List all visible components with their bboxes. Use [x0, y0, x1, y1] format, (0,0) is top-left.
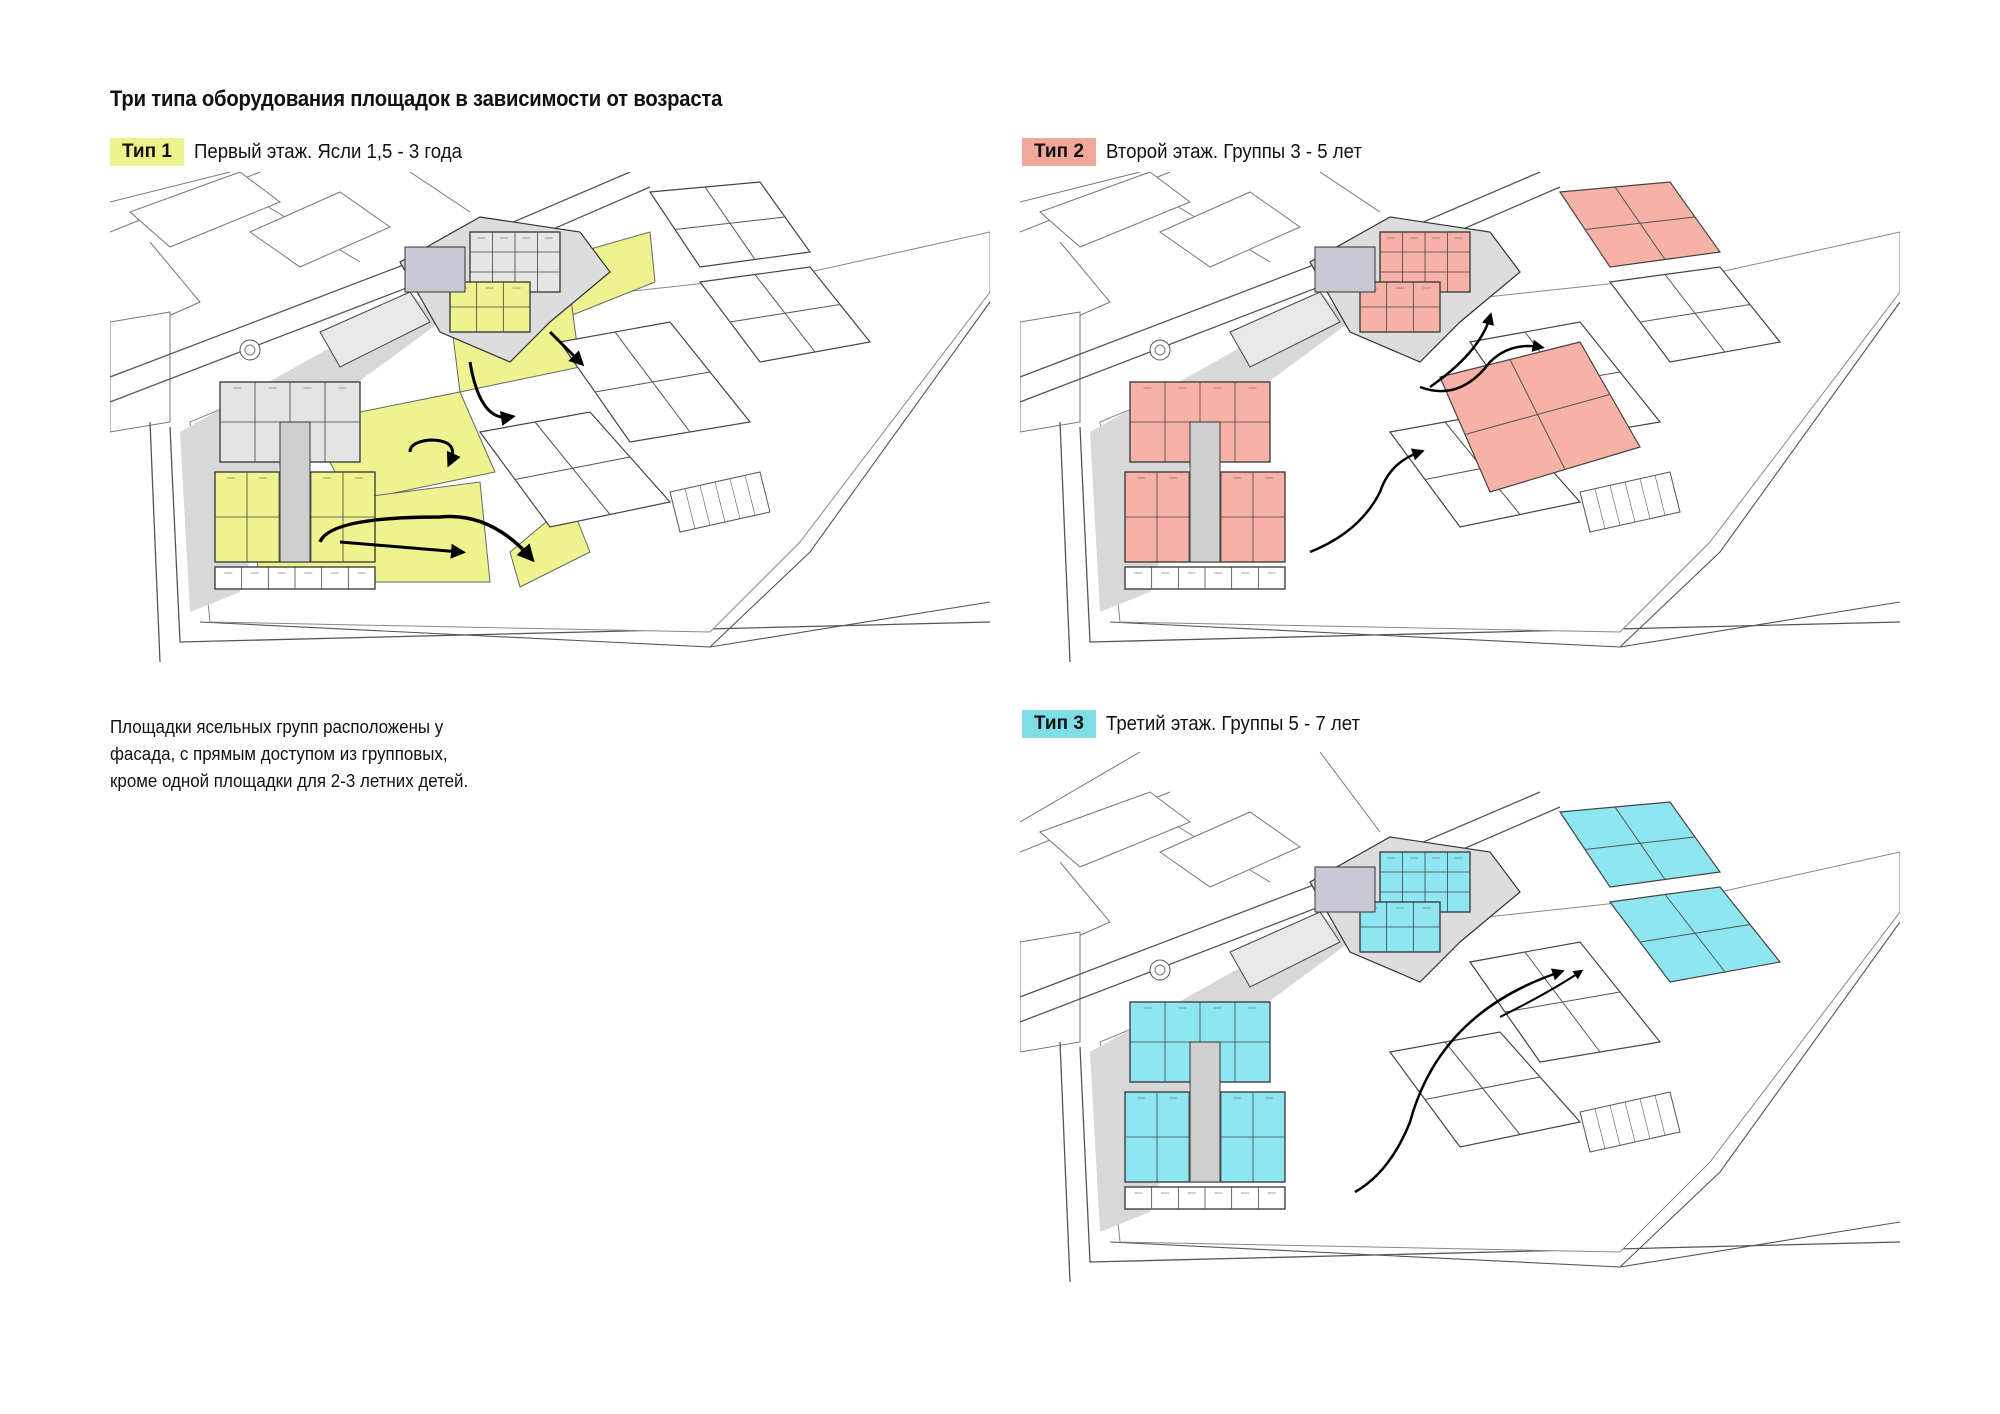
type-1-tag: Тип 1 — [110, 138, 184, 166]
site-plan-type-1-drawing — [110, 172, 990, 662]
stair-core — [1189, 421, 1221, 563]
sports-field-divider — [1424, 1076, 1541, 1100]
note-text: Площадки ясельных групп расположены у фа… — [110, 714, 552, 795]
site-plan-type-3-drawing — [1020, 752, 1900, 1283]
access-arrow — [548, 330, 585, 367]
road-edge — [169, 426, 990, 643]
stairs-step — [1639, 1098, 1651, 1139]
stairs-step — [669, 491, 681, 533]
connector-gallery — [1229, 911, 1341, 988]
type-1-description: Первый этаж. Ясли 1,5 - 3 года — [193, 140, 462, 163]
access-arrow — [1354, 968, 1565, 1194]
access-arrow — [408, 438, 461, 468]
sports-field-divider — [1584, 836, 1696, 850]
fountain-inner — [1154, 344, 1166, 356]
context-building — [1158, 811, 1302, 888]
sports-field — [1608, 886, 1782, 983]
site-plan-type-3 — [1020, 752, 1900, 1312]
context-building — [1039, 172, 1192, 248]
stair-core — [279, 421, 311, 563]
stairs-step — [1594, 1108, 1606, 1149]
note-line: фасада, с прямым доступом из групповых, — [110, 744, 448, 764]
site-plan-type-1 — [110, 172, 990, 662]
connector-gallery — [319, 291, 431, 368]
sports-field — [648, 181, 812, 268]
stairs-step — [699, 485, 711, 526]
connector-gallery — [1229, 291, 1341, 368]
access-arrow — [468, 361, 516, 426]
context-building — [248, 191, 392, 268]
fountain-inner — [1154, 964, 1166, 976]
context-building — [1020, 931, 1081, 1053]
context-building — [110, 311, 171, 433]
access-arrow — [318, 514, 535, 563]
hall-block — [1314, 246, 1376, 293]
sports-field-divider — [729, 304, 841, 323]
sports-field-divider — [674, 216, 786, 230]
playground-pink-divider — [1464, 394, 1611, 435]
site-plan-type-2 — [1020, 172, 1900, 662]
playground-pink — [1439, 341, 1641, 493]
road-edge — [1079, 1046, 1900, 1263]
stairs-step — [1579, 491, 1591, 533]
sports-field — [1608, 266, 1782, 363]
hall-block — [1314, 866, 1376, 913]
road-edge — [1059, 1041, 1071, 1283]
stairs-step — [1654, 475, 1666, 516]
page-title: Три типа оборудования площадок в зависим… — [110, 86, 723, 111]
type-2-description: Второй этаж. Группы 3 - 5 лет — [1105, 140, 1362, 163]
stairs-step — [1594, 488, 1606, 529]
sports-field-divider — [594, 371, 711, 393]
note-line: Площадки ясельных групп расположены у — [110, 717, 444, 737]
type-2-label: Тип 2 Второй этаж. Группы 3 - 5 лет — [1022, 138, 1381, 166]
access-arrow — [1429, 312, 1494, 389]
stairs-step — [684, 488, 696, 529]
stairs-step — [1609, 1105, 1621, 1146]
access-arrow — [339, 540, 466, 559]
sports-field — [1558, 801, 1722, 888]
road-edge — [1619, 301, 1900, 648]
stairs-step — [714, 481, 726, 523]
context-building — [1020, 311, 1081, 433]
stairs-step — [1624, 481, 1636, 523]
sports-field-divider — [1639, 924, 1751, 943]
stairs-step — [1654, 1095, 1666, 1136]
road-edge — [1619, 921, 1900, 1268]
sports-field-divider — [1584, 216, 1696, 230]
note-line: кроме одной площадки для 2-3 летних дете… — [110, 771, 469, 791]
site-plan-type-2-drawing — [1020, 172, 1900, 662]
type-3-label: Тип 3 Третий этаж. Группы 5 - 7 лет — [1022, 710, 1379, 738]
access-arrow — [1499, 969, 1584, 1018]
sports-field — [698, 266, 872, 363]
type-3-description: Третий этаж. Группы 5 - 7 лет — [1105, 712, 1360, 735]
stairs-step — [1639, 478, 1651, 519]
context-building — [1039, 791, 1192, 868]
stairs-step — [744, 475, 756, 516]
stair-core — [1189, 1041, 1221, 1183]
sports-field-divider — [1504, 991, 1621, 1013]
context-building — [1158, 191, 1302, 268]
stairs-step — [1609, 485, 1621, 526]
type-1-label: Тип 1 Первый этаж. Ясли 1,5 - 3 года — [110, 138, 482, 166]
sports-field — [478, 411, 672, 528]
road-edge — [1059, 421, 1071, 662]
sports-field — [1558, 181, 1722, 268]
context-building — [129, 172, 282, 248]
stairs-step — [1579, 1111, 1591, 1153]
sports-field-divider — [1639, 304, 1751, 323]
sports-field-divider — [514, 456, 631, 480]
type-2-tag: Тип 2 — [1022, 138, 1096, 166]
road-edge — [149, 421, 161, 662]
road-edge — [1079, 426, 1900, 643]
road-edge — [709, 301, 990, 648]
fountain-inner — [244, 344, 256, 356]
hall-block — [404, 246, 466, 293]
type-3-tag: Тип 3 — [1022, 710, 1096, 738]
stairs-step — [729, 478, 741, 519]
access-arrow — [1309, 448, 1425, 554]
access-arrow — [1419, 339, 1545, 393]
stairs-step — [1624, 1101, 1636, 1143]
